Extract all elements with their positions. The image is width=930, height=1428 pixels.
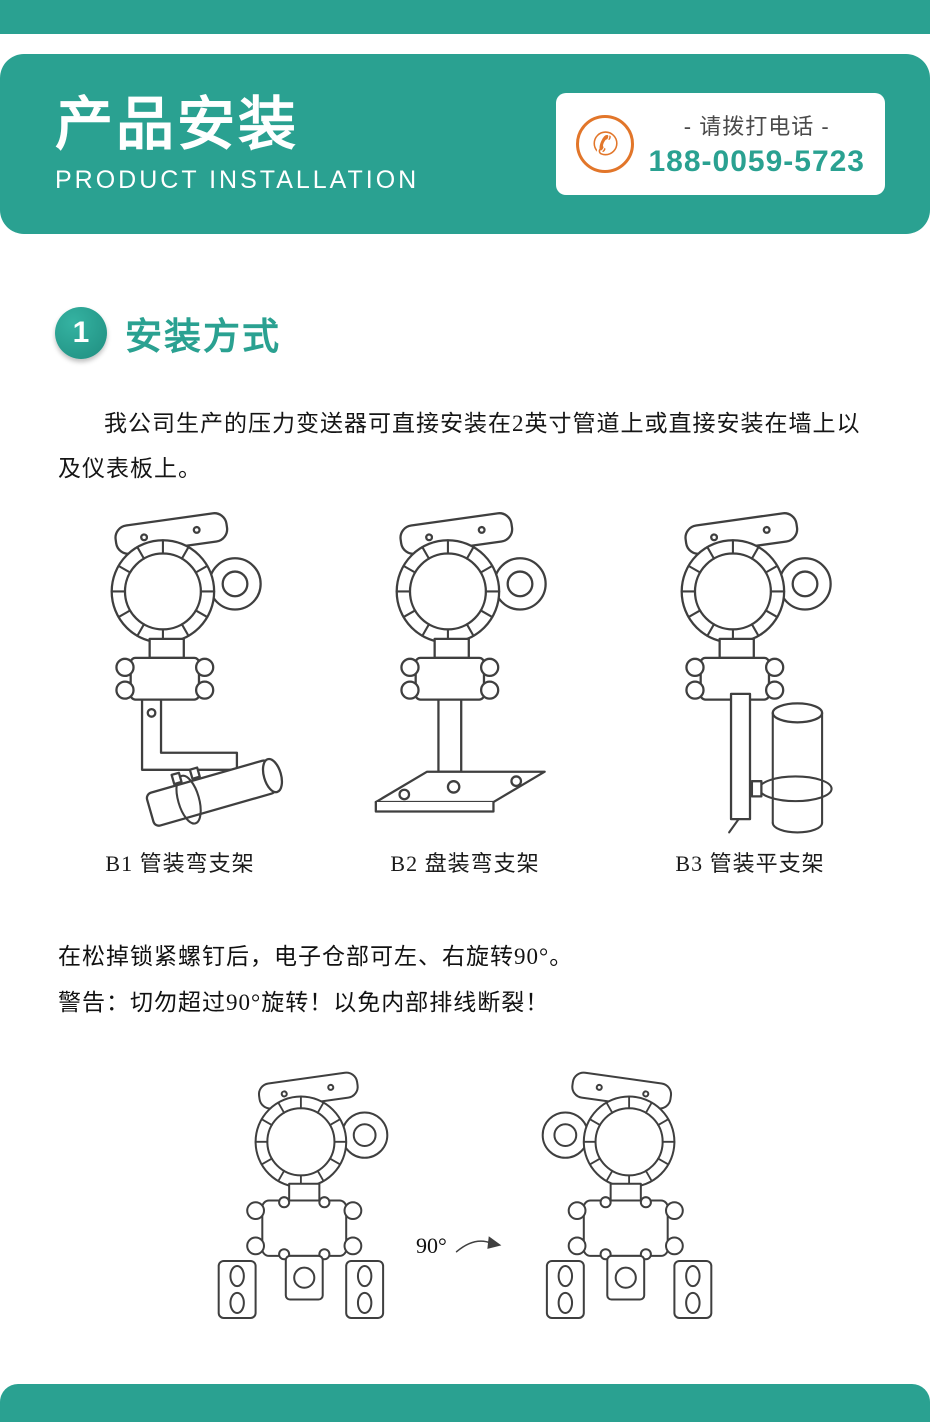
phone-call-label: - 请拨打电话 - (683, 114, 830, 139)
rotation-figures: 90° (0, 1068, 930, 1370)
transmitter-panel-bend-bracket-drawing (374, 510, 547, 813)
rotation-angle-label: 90° (415, 1233, 447, 1259)
figure-b1-label: B1 管装弯支架 (105, 850, 255, 876)
section-heading: 1 安装方式 (55, 306, 930, 360)
transmitter-rotation-left-drawing (217, 1069, 389, 1319)
rotation-notes: 在松掉锁紧螺钉后，电子仓部可左、右旋转90°。 警告：切勿超过90°旋转！以免内… (58, 934, 872, 1026)
header-title-block: 产品安装 PRODUCT INSTALLATION (55, 91, 420, 196)
next-section-bar (0, 1383, 930, 1422)
section-number-badge: 1 (55, 307, 107, 359)
bracket-figures-row: B1 管装弯支架 B2 盘装弯支架 (48, 508, 882, 878)
phone-icon: ✆ (576, 115, 635, 173)
rotation-arrow-icon (451, 1226, 507, 1267)
page-subtitle: PRODUCT INSTALLATION (55, 166, 420, 195)
phone-card: ✆ - 请拨打电话 - 188-0059-5723 (556, 93, 885, 195)
figure-b2-label: B2 盘装弯支架 (390, 850, 540, 876)
transmitter-pipe-bend-bracket-drawing (110, 510, 284, 827)
phone-texts: - 请拨打电话 - 188-0059-5723 (648, 109, 865, 179)
transmitter-pipe-flat-bracket-drawing (680, 510, 833, 834)
rotation-note-line2: 警告：切勿超过90°旋转！以免内部排线断裂！ (58, 989, 550, 1015)
figure-b1: B1 管装弯支架 (48, 508, 312, 878)
page-header: 产品安装 PRODUCT INSTALLATION ✆ - 请拨打电话 - 18… (0, 54, 930, 234)
rotation-note-line1: 在松掉锁紧螺钉后，电子仓部可左、右旋转90°。 (58, 943, 574, 969)
figure-b3-label: B3 管装平支架 (675, 850, 825, 876)
page-title: 产品安装 (55, 91, 300, 157)
intro-paragraph: 我公司生产的压力变送器可直接安装在2英寸管道上或直接安装在墙上以及仪表板上。 (58, 411, 861, 481)
transmitter-rotation-right-drawing (541, 1069, 713, 1319)
figure-b2: B2 盘装弯支架 (333, 508, 597, 878)
top-divider-bar (0, 0, 930, 34)
figure-b3: B3 管装平支架 (618, 508, 882, 878)
section-title: 安装方式 (125, 316, 281, 357)
rotation-indicator: 90° (416, 1226, 507, 1267)
phone-number: 188-0059-5723 (648, 145, 865, 178)
